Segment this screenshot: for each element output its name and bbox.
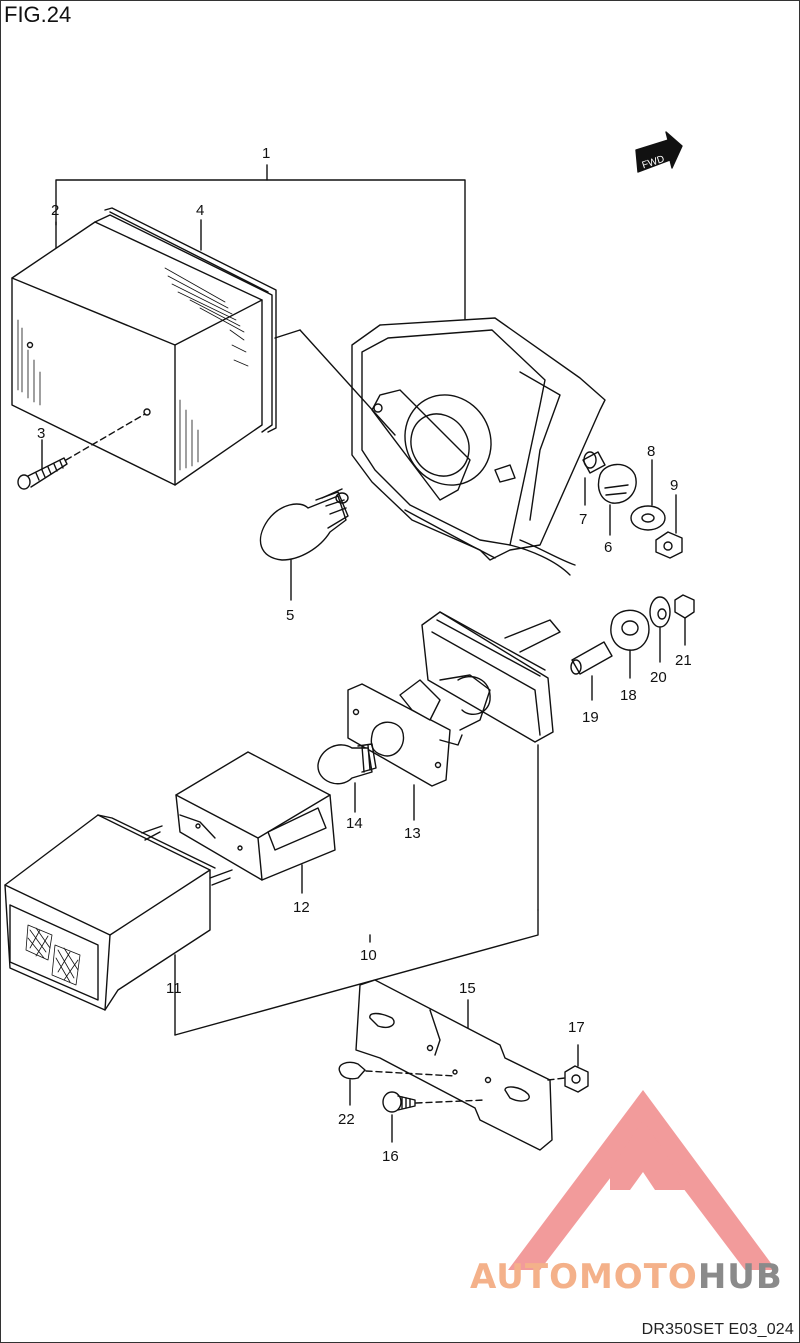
callout-20: 20 — [650, 669, 667, 686]
callout-3: 3 — [37, 425, 45, 442]
bulb-part-5 — [259, 488, 349, 561]
rear-lamp-housing-part-10 — [421, 611, 561, 743]
callout-15: 15 — [459, 980, 476, 997]
callout-17: 17 — [568, 1019, 585, 1036]
spacer-part-19 — [570, 641, 613, 675]
callout-8: 8 — [647, 443, 655, 460]
callout-1-bracket — [55, 179, 466, 321]
tail-lamp-lens — [11, 207, 277, 486]
bolt-part-16 — [382, 1091, 416, 1113]
bulb-part-14 — [317, 743, 377, 785]
callout-16: 16 — [382, 1148, 399, 1165]
screw-part-3 — [17, 457, 68, 490]
nut-part-17 — [564, 1065, 589, 1093]
lens-to-housing-leader — [274, 329, 301, 339]
license-bracket-part-15 — [355, 979, 553, 1151]
callout-2: 2 — [51, 202, 59, 219]
callout-5: 5 — [286, 607, 294, 624]
brand-wordmark: AUTOMOTOHUB — [470, 1257, 783, 1297]
callout-12: 12 — [293, 899, 310, 916]
rear-lens-part-11 — [4, 814, 233, 1011]
callout-10: 10 — [360, 947, 377, 964]
nut-part-9 — [655, 531, 683, 559]
figure-reference: DR350SET E03_024 — [641, 1321, 794, 1338]
callout-22: 22 — [338, 1111, 355, 1128]
tail-lamp-housing — [351, 317, 606, 576]
callout-13: 13 — [404, 825, 421, 842]
socket-part-7 — [582, 451, 606, 474]
brand-part-1: AUTOMOTO — [470, 1257, 698, 1297]
callout-6: 6 — [604, 539, 612, 556]
washer-part-8 — [630, 505, 666, 531]
reflector-part-12 — [175, 751, 336, 881]
brand-logo-icon — [508, 1090, 776, 1270]
callout-1: 1 — [262, 145, 270, 162]
brand-part-2: HUB — [697, 1257, 783, 1297]
callout-9: 9 — [670, 477, 678, 494]
callout-19: 19 — [582, 709, 599, 726]
nut-part-21 — [674, 594, 695, 619]
callout-7: 7 — [579, 511, 587, 528]
callout-11: 11 — [166, 980, 182, 997]
figure-title: FIG.24 — [4, 2, 72, 27]
callout-4: 4 — [196, 202, 204, 219]
callout-21: 21 — [675, 652, 692, 669]
callout-14: 14 — [346, 815, 363, 832]
grommet-part-6 — [597, 463, 637, 504]
callout-labels: 1 2 3 4 5 6 7 8 9 10 11 12 13 14 15 16 1… — [37, 145, 692, 1165]
grommet-part-18 — [610, 609, 650, 651]
washer-part-20 — [649, 596, 671, 628]
fwd-arrow-icon — [635, 131, 683, 173]
callout-18: 18 — [620, 687, 637, 704]
rivet-part-22 — [338, 1061, 366, 1080]
